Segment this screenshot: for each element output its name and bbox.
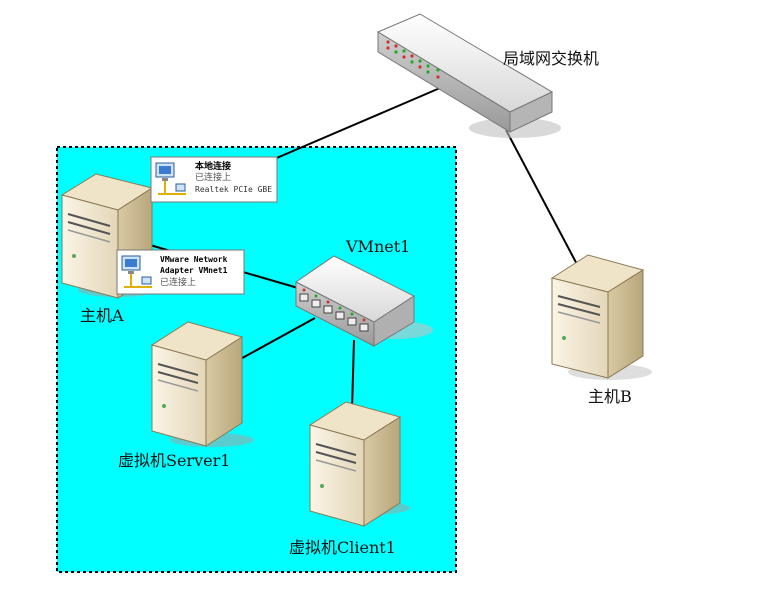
host-b-server-icon	[550, 254, 652, 380]
vm-client1-icon	[308, 401, 410, 527]
label-host-a: 主机A	[80, 306, 124, 325]
network-adapter-icon	[155, 162, 186, 195]
label-client1: 虚拟机Client1	[289, 538, 396, 557]
local-connection-card: 本地连接 已连接上 Realtek PCIe GBE	[150, 156, 278, 203]
card-local-title: 本地连接	[195, 160, 231, 172]
card-local-status: 已连接上	[195, 171, 231, 183]
label-server1: 虚拟机Server1	[118, 451, 230, 470]
label-switch: 局域网交换机	[503, 49, 599, 68]
lan-switch-icon	[376, 13, 561, 138]
vm-server1-icon	[150, 321, 254, 447]
link-server-vmnet	[234, 317, 316, 363]
network-adapter-icon	[121, 255, 152, 288]
card-vmnet-status: 已连接上	[160, 276, 196, 288]
vmnet-leds	[302, 288, 366, 322]
card-local-device: Realtek PCIe GBE	[195, 185, 272, 194]
label-vmnet: VMnet1	[345, 237, 410, 256]
vmnet-adapter-card: VMware Network Adapter VMnet1 已连接上	[116, 249, 245, 295]
link-switch-hostb	[505, 129, 581, 271]
link-client-vmnet	[351, 339, 355, 411]
vmnet-switch-icon	[295, 255, 433, 347]
switch-port-leds	[386, 40, 440, 79]
vmnet-ports	[299, 293, 369, 332]
card-vmnet-line1: VMware Network	[160, 255, 228, 264]
label-host-b: 主机B	[588, 387, 632, 406]
link-switch-hosta	[271, 87, 441, 161]
card-vmnet-line2: Adapter VMnet1	[160, 266, 228, 275]
